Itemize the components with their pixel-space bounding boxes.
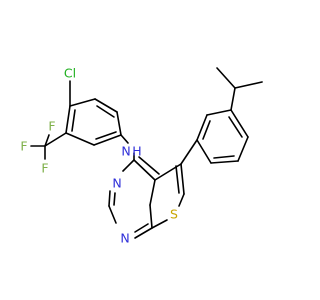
chlorine-label: Cl xyxy=(64,66,76,81)
sulfur-label: S xyxy=(170,207,178,222)
bond xyxy=(230,109,249,138)
bond xyxy=(95,131,117,140)
bond xyxy=(228,116,243,138)
bond-lines xyxy=(30,67,263,239)
bond xyxy=(213,155,235,159)
structure-diagram: Cl F F F N H N N S xyxy=(20,66,263,246)
bond xyxy=(196,114,208,141)
bond xyxy=(180,139,198,165)
bond xyxy=(154,163,182,181)
bond xyxy=(210,160,239,164)
bond xyxy=(93,134,122,146)
bond xyxy=(65,132,95,146)
bond xyxy=(151,219,168,229)
bond xyxy=(180,163,185,195)
fluorine-label-bottom: F xyxy=(41,161,48,176)
bond xyxy=(122,159,135,172)
bond xyxy=(234,81,263,89)
bond xyxy=(149,204,153,229)
bond xyxy=(149,179,156,206)
bond xyxy=(134,227,153,239)
bond xyxy=(237,136,249,162)
bond xyxy=(44,134,50,147)
bond xyxy=(44,132,67,147)
bond xyxy=(175,165,180,194)
pyrimidine-nitrogen-lower-label: N xyxy=(120,231,129,246)
bond xyxy=(69,98,96,107)
bond xyxy=(96,105,115,118)
bond xyxy=(113,192,116,206)
bond xyxy=(120,134,129,144)
amine-nitrogen-label: N xyxy=(121,144,130,159)
bond xyxy=(138,156,160,175)
bond xyxy=(108,190,111,207)
fluorine-label-top: F xyxy=(48,119,55,134)
pyrimidine-nitrogen-upper-label: N xyxy=(112,176,121,191)
bond xyxy=(108,205,117,224)
bond xyxy=(206,109,232,116)
bond xyxy=(202,120,211,140)
bond xyxy=(134,223,149,233)
bond xyxy=(116,111,122,136)
bond xyxy=(65,105,71,134)
bond xyxy=(71,109,76,132)
molecule-figure: Cl F F F N H N N S xyxy=(20,66,263,246)
bond xyxy=(230,87,236,111)
bond xyxy=(133,159,156,181)
fluorine-label-left: F xyxy=(20,139,27,154)
bond xyxy=(196,139,212,164)
bond xyxy=(178,193,185,207)
atom-labels: Cl F F F N H N N S xyxy=(20,66,178,246)
bond xyxy=(94,98,118,113)
amine-hydrogen-label: H xyxy=(132,144,141,159)
bond xyxy=(216,67,236,89)
